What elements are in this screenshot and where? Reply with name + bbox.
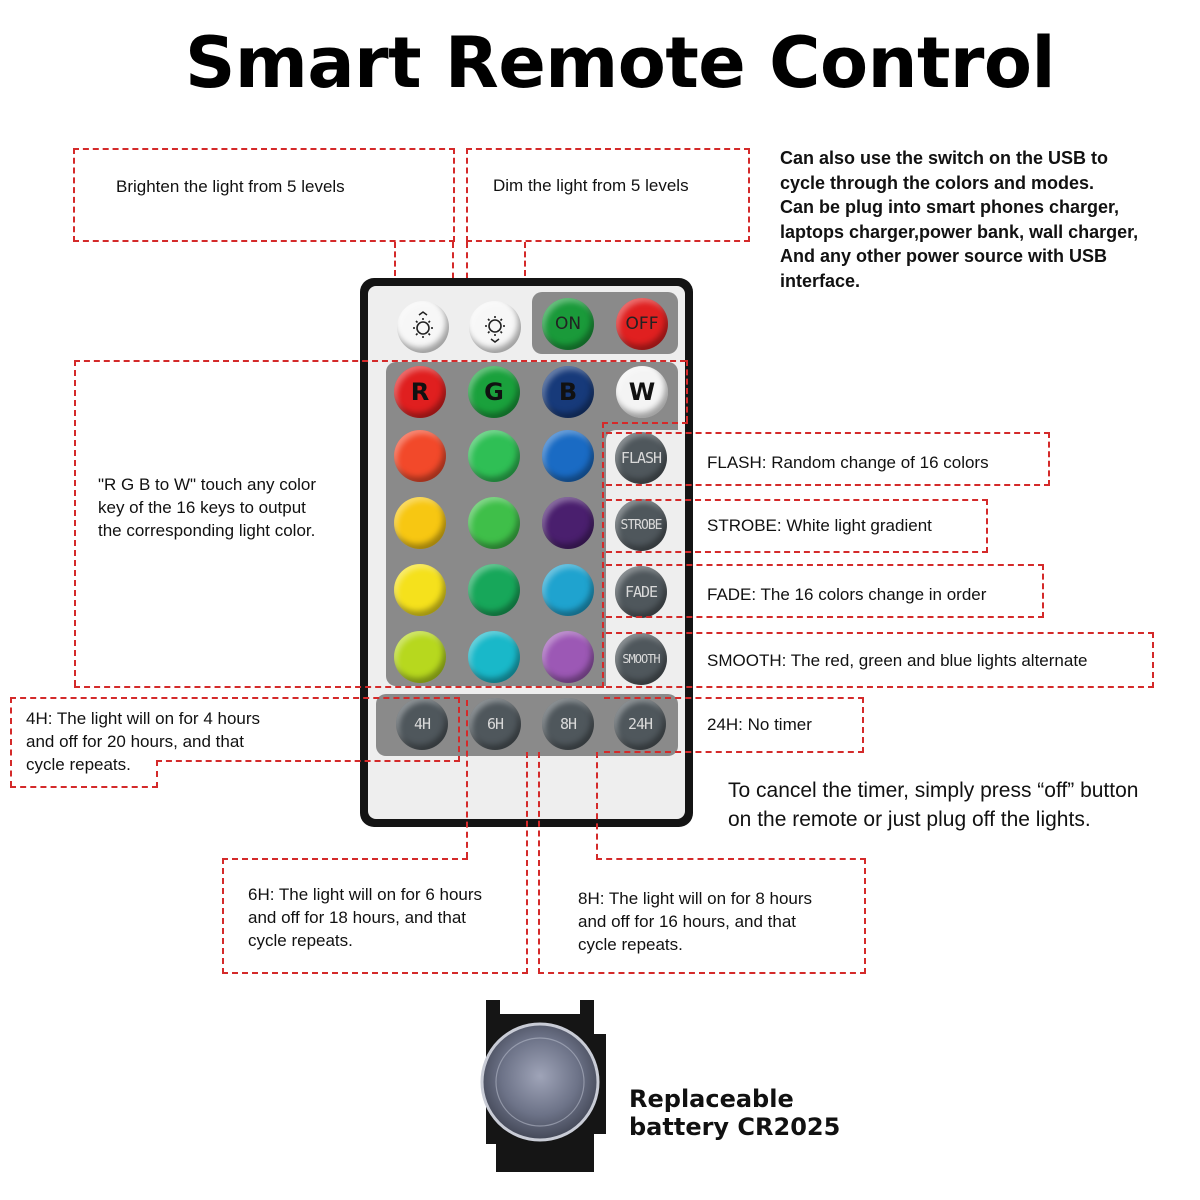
color-key[interactable] — [394, 631, 446, 683]
h6-connector — [222, 858, 468, 860]
rgbw-callout-line — [74, 686, 602, 688]
h6-connector — [526, 752, 528, 974]
usb-note-line: cycle through the colors and modes. — [780, 172, 1095, 193]
color-key[interactable] — [542, 564, 594, 616]
h8-label-line: cycle repeats. — [578, 935, 683, 954]
smooth-callout-box — [606, 632, 1154, 688]
color-key[interactable] — [542, 430, 594, 482]
h4-callout-line — [458, 697, 460, 762]
h8-callout-line — [538, 972, 866, 974]
rgbw-label-line: "R G B to W" touch any color — [98, 475, 317, 494]
flash-label: FLASH: Random change of 16 colors — [707, 453, 989, 472]
h8-connector — [596, 858, 866, 860]
smooth-label: SMOOTH: The red, green and blue lights a… — [707, 651, 1088, 670]
rgbw-label-line: the corresponding light color. — [98, 521, 316, 540]
color-key[interactable] — [394, 430, 446, 482]
h6-label-line: cycle repeats. — [248, 931, 353, 950]
battery-holder-image — [480, 1000, 606, 1172]
rgbw-callout-line — [602, 422, 688, 424]
strobe-callout-box — [606, 499, 988, 553]
brighten-button[interactable] — [397, 301, 449, 353]
strobe-button[interactable]: STROBE — [615, 499, 667, 551]
h4-callout-line — [10, 697, 12, 787]
dim-callout-box — [466, 148, 750, 242]
h4-label-line: 4H: The light will on for 4 hours — [26, 709, 261, 728]
flash-callout-box — [606, 432, 1050, 486]
dim-connector — [524, 242, 526, 304]
brightness-down-icon — [485, 316, 505, 343]
h8-connector — [596, 752, 598, 860]
timer-24h-button[interactable]: 24H — [614, 698, 666, 750]
rgbw-label-line: key of the 16 keys to output — [98, 498, 306, 517]
usb-note-line: interface. — [780, 270, 861, 291]
rgbw-callout-line — [74, 360, 76, 686]
fade-button[interactable]: FADE — [615, 566, 667, 618]
color-key[interactable] — [468, 564, 520, 616]
brighten-label: Brighten the light from 5 levels — [116, 177, 345, 196]
cancel-note-line: on the remote or just plug off the light… — [728, 808, 1091, 831]
h4-callout-line — [10, 697, 460, 699]
usb-note-line: Can be plug into smart phones charger, — [780, 197, 1120, 218]
h4-callout-line — [10, 786, 158, 788]
timer-8h-button[interactable]: 8H — [542, 698, 594, 750]
flash-button[interactable]: FLASH — [615, 432, 667, 484]
color-button-b[interactable]: B — [542, 366, 594, 418]
h6-label: 6H: The light will on for 6 hours and of… — [248, 883, 482, 952]
rgbw-callout-line — [686, 360, 688, 422]
h6-callout-line — [222, 972, 528, 974]
h4-label: 4H: The light will on for 4 hours and of… — [26, 707, 260, 776]
usb-note-line: laptops charger,power bank, wall charger… — [780, 221, 1139, 242]
on-button[interactable]: ON — [542, 298, 594, 350]
rgbw-callout-line — [602, 422, 604, 688]
h24-callout-box — [604, 697, 864, 753]
rgbw-label: "R G B to W" touch any color key of the … — [98, 473, 316, 542]
usb-note-line: And any other power source with USB — [780, 246, 1108, 267]
h6-callout-line — [222, 858, 224, 974]
battery-label-line: Replaceable — [629, 1085, 794, 1113]
h6-connector — [466, 700, 468, 858]
h4-label-line: and off for 20 hours, and that — [26, 732, 245, 751]
color-key[interactable] — [542, 497, 594, 549]
color-key[interactable] — [468, 497, 520, 549]
battery-label: Replaceable battery CR2025 — [629, 1085, 840, 1141]
color-key[interactable] — [468, 631, 520, 683]
h8-callout-line — [864, 858, 866, 974]
usb-note: Can also use the switch on the USB to cy… — [780, 146, 1200, 294]
strobe-label: STROBE: White light gradient — [707, 516, 932, 535]
color-key[interactable] — [394, 564, 446, 616]
off-button[interactable]: OFF — [616, 298, 668, 350]
color-key[interactable] — [394, 497, 446, 549]
usb-note-line: Can also use the switch on the USB to — [780, 148, 1109, 168]
rgbw-callout-line — [74, 360, 686, 362]
h6-label-line: 6H: The light will on for 6 hours — [248, 885, 483, 904]
h4-label-line: cycle repeats. — [26, 755, 131, 774]
brightness-up-icon — [413, 311, 433, 338]
timer-4h-button[interactable]: 4H — [396, 698, 448, 750]
cancel-note-line: To cancel the timer, simply press “off” … — [728, 779, 1139, 802]
timer-6h-button[interactable]: 6H — [469, 698, 521, 750]
brighten-connector — [394, 242, 396, 304]
color-button-w[interactable]: W — [616, 366, 668, 418]
h8-label-line: 8H: The light will on for 8 hours — [578, 889, 813, 908]
dim-button[interactable] — [469, 301, 521, 353]
dim-label: Dim the light from 5 levels — [493, 176, 689, 195]
h4-callout-line — [156, 760, 158, 788]
color-key[interactable] — [468, 430, 520, 482]
color-button-g[interactable]: G — [468, 366, 520, 418]
h8-connector — [538, 752, 540, 974]
fade-callout-box — [606, 564, 1044, 618]
h6-label-line: and off for 18 hours, and that — [248, 908, 467, 927]
h8-label-line: and off for 16 hours, and that — [578, 912, 797, 931]
color-key[interactable] — [542, 631, 594, 683]
battery-label-line: battery CR2025 — [629, 1113, 841, 1141]
cancel-timer-note: To cancel the timer, simply press “off” … — [728, 776, 1138, 834]
fade-label: FADE: The 16 colors change in order — [707, 585, 987, 604]
brighten-callout-box — [73, 148, 455, 242]
h8-label: 8H: The light will on for 8 hours and of… — [578, 887, 812, 956]
color-button-r[interactable]: R — [394, 366, 446, 418]
h4-callout-line — [156, 760, 460, 762]
page-title: Smart Remote Control — [184, 22, 1056, 104]
h24-label: 24H: No timer — [707, 715, 812, 734]
smooth-button[interactable]: SMOOTH — [615, 633, 667, 685]
